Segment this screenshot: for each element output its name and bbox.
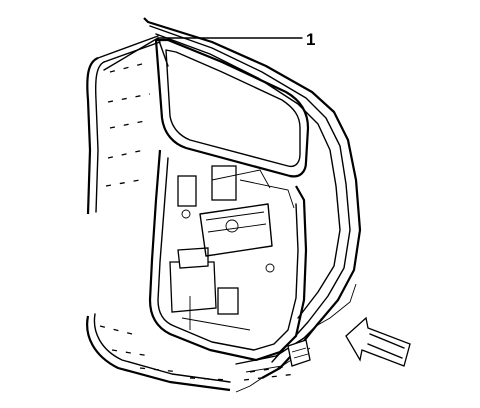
- module-cutout-handle: [169, 261, 217, 313]
- seal-fastener-marks: [99, 61, 231, 381]
- window-opening: [154, 38, 310, 178]
- callout-label-1: 1: [306, 30, 315, 49]
- module-carrier: [199, 203, 273, 257]
- view-direction-arrow: [345, 316, 411, 367]
- door-outer-frame: [143, 17, 362, 393]
- door-inner-panel: [148, 149, 308, 362]
- door-seal-weatherstrip: [86, 35, 231, 392]
- module-cutout-lock: [211, 165, 237, 201]
- module-cutout-lower: [217, 287, 239, 315]
- module-cutout-upper: [177, 175, 197, 207]
- door-lower-trim: [235, 325, 317, 381]
- door-latch-area: [287, 339, 311, 367]
- callout-leader-lines: [103, 37, 303, 71]
